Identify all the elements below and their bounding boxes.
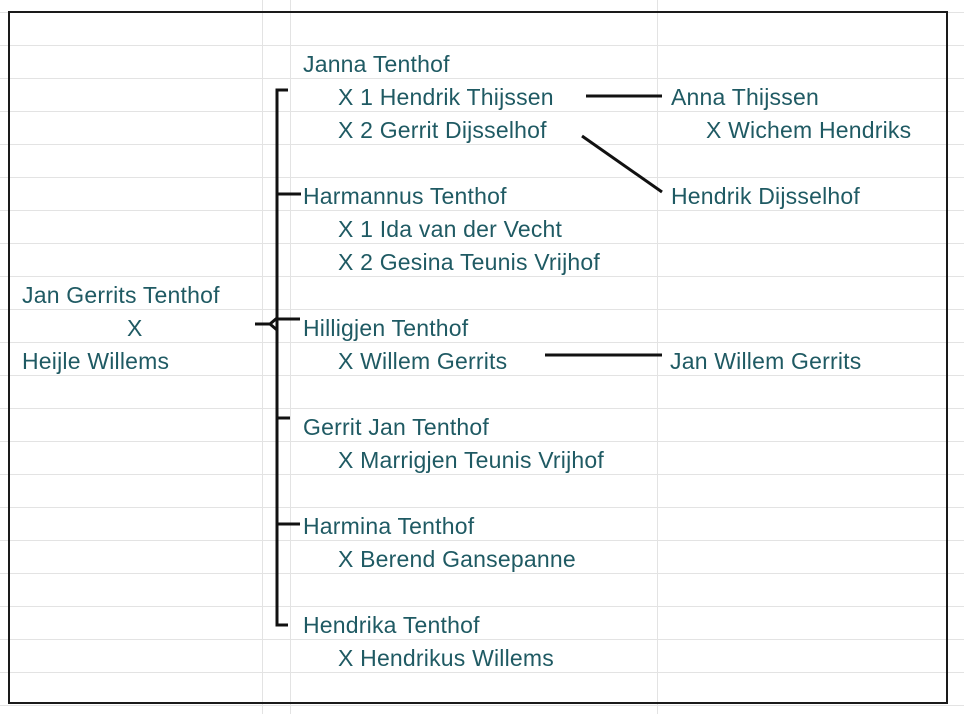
gridline — [657, 0, 658, 714]
gridline — [0, 78, 964, 79]
gridline — [0, 408, 964, 409]
child-spouse: X 1 Ida van der Vecht — [338, 216, 563, 242]
gridline — [0, 705, 964, 706]
gridline — [0, 639, 964, 640]
child-name: Hilligjen Tenthof — [303, 315, 469, 341]
gridline — [0, 474, 964, 475]
grandchild-name: Hendrik Dijsselhof — [671, 183, 860, 209]
gridline — [262, 0, 263, 714]
child-spouse: X Berend Gansepanne — [338, 546, 576, 572]
grandchild-name: Jan Willem Gerrits — [670, 348, 862, 374]
gridline — [0, 606, 964, 607]
gridline — [0, 540, 964, 541]
grandchild-spouse: X Wichem Hendriks — [706, 117, 912, 143]
father-name: Jan Gerrits Tenthof — [22, 282, 220, 308]
gridline — [0, 210, 964, 211]
gridline — [0, 342, 964, 343]
gridline — [0, 441, 964, 442]
gridline — [0, 309, 964, 310]
child-spouse: X Hendrikus Willems — [338, 645, 554, 671]
gridline — [0, 672, 964, 673]
gridline — [0, 375, 964, 376]
gridline — [0, 45, 964, 46]
child-name: Harmina Tenthof — [303, 513, 475, 539]
gridline — [0, 177, 964, 178]
grandchild-name: Anna Thijssen — [671, 84, 819, 110]
parents-marriage-mark: X — [127, 315, 143, 341]
gridline — [0, 573, 964, 574]
child-name: Harmannus Tenthof — [303, 183, 507, 209]
child-spouse: X Marrigjen Teunis Vrijhof — [338, 447, 604, 473]
child-spouse: X Willem Gerrits — [338, 348, 508, 374]
tree-frame — [8, 11, 948, 704]
link-dijsselhof-hendrik — [581, 134, 663, 194]
gridline — [0, 111, 964, 112]
children-bracket — [275, 88, 288, 627]
child-name: Gerrit Jan Tenthof — [303, 414, 489, 440]
child-name: Hendrika Tenthof — [303, 612, 480, 638]
gridline — [290, 0, 291, 714]
child-spouse: X 2 Gerrit Dijsselhof — [338, 117, 547, 143]
parents-connector — [255, 316, 278, 332]
gridline — [0, 276, 964, 277]
child-spouse: X 2 Gesina Teunis Vrijhof — [338, 249, 600, 275]
child-name: Janna Tenthof — [303, 51, 450, 77]
mother-name: Heijle Willems — [22, 348, 170, 374]
gridline — [0, 243, 964, 244]
gridline — [0, 507, 964, 508]
gridline — [0, 144, 964, 145]
child-spouse: X 1 Hendrik Thijssen — [338, 84, 554, 110]
